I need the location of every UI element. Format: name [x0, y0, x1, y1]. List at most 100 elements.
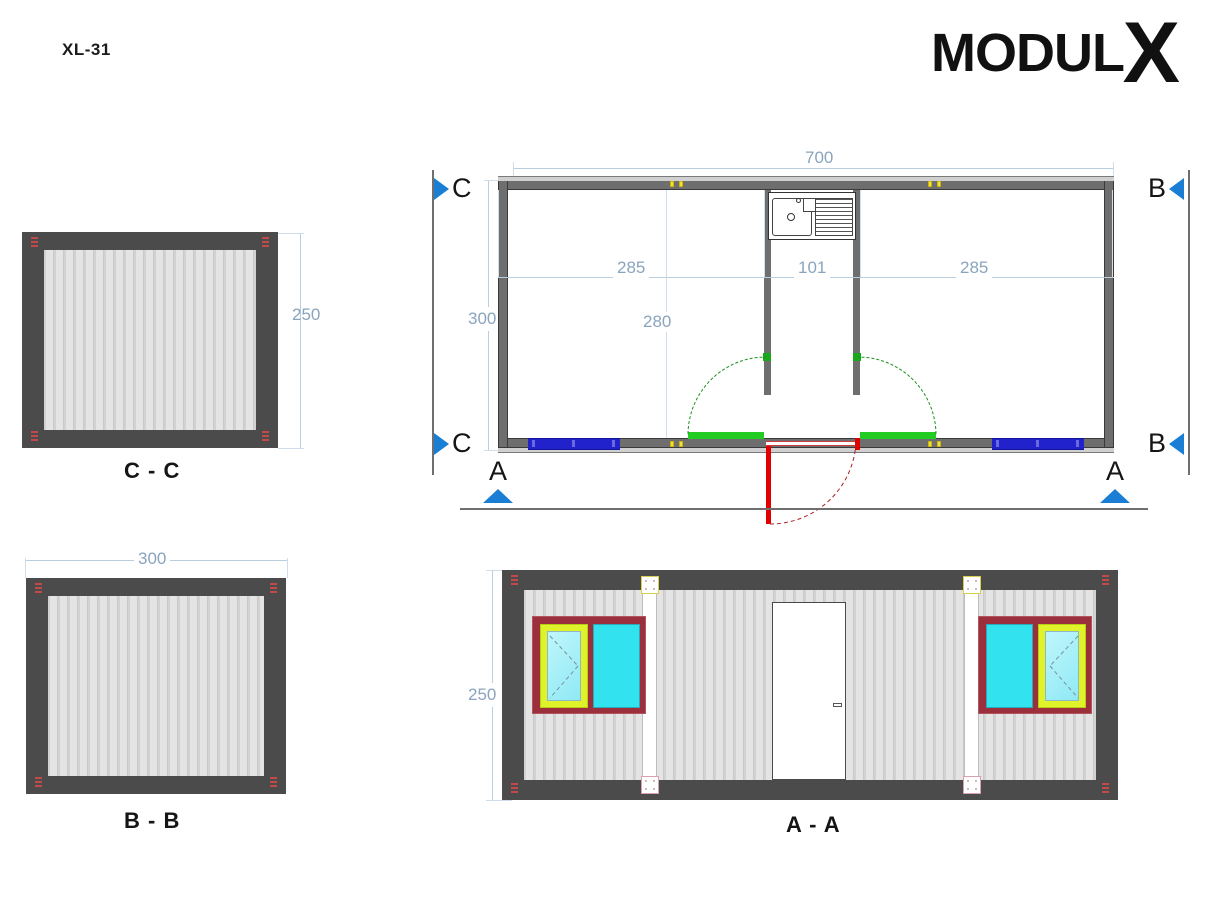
- section-arrow-icon: [434, 177, 449, 200]
- bb-corner-mark-tl: [35, 583, 42, 595]
- connector-mark-icon: [937, 441, 941, 447]
- plan-dim-inner-depth: 280: [638, 312, 677, 332]
- cc-panel: [44, 250, 256, 430]
- view-elevation-aa: [502, 570, 1118, 800]
- section-arrow-icon: [1169, 432, 1185, 455]
- aa-view-label: A - A: [786, 812, 841, 837]
- logo-wordmark: MODUL: [931, 23, 1125, 83]
- section-marker-b-top: B: [1148, 173, 1185, 203]
- bb-dim-width: 300: [134, 549, 171, 569]
- plan-dim-overall-width: 700: [800, 148, 839, 168]
- connector-mark-icon: [670, 441, 674, 447]
- plan-interior-door-right-hinge: [853, 353, 861, 361]
- bb-ext-left: [25, 558, 26, 578]
- section-marker-b-bottom: B: [1148, 428, 1185, 458]
- section-letter-b: B: [1148, 173, 1167, 203]
- plan-dim-kitchen: 101: [794, 258, 831, 278]
- section-marker-c-top: C: [434, 175, 472, 202]
- aa-corner-mark-tr: [1102, 575, 1109, 587]
- cc-ext-top: [278, 233, 304, 234]
- sink-faucet-icon: [796, 198, 801, 203]
- logo-x-icon: X: [1122, 5, 1180, 101]
- cc-dim-line: [300, 233, 301, 448]
- aa-window-left-sash-glass: [547, 631, 581, 701]
- sink-drain-icon: [787, 213, 795, 221]
- cc-ext-bottom: [278, 448, 304, 449]
- cc-corner-mark-tl: [31, 237, 38, 249]
- aa-connector-plate-bottom-left: [641, 776, 659, 794]
- plan-partition-right: [853, 190, 860, 395]
- section-marker-c-bottom: C: [434, 430, 472, 457]
- aa-corner-mark-br: [1102, 783, 1109, 795]
- section-arrow-icon: [483, 489, 513, 503]
- sink-tap-block: [803, 198, 816, 212]
- plan-window-left: [528, 438, 620, 450]
- plan-dim-right-room: 285: [956, 258, 993, 278]
- connector-mark-icon: [928, 441, 932, 447]
- bb-view-label: B - B: [124, 808, 181, 833]
- aa-connector-plate-bottom-right: [963, 776, 981, 794]
- plan-ext-285-right: [1112, 190, 1113, 278]
- connector-mark-icon: [928, 181, 932, 187]
- bb-ext-right: [287, 558, 288, 578]
- aa-module-joint-right: [964, 590, 979, 780]
- section-letter-c: C: [452, 428, 472, 458]
- aa-ext-bottom: [486, 800, 512, 801]
- aa-corner-mark-tl: [511, 575, 518, 587]
- plan-interior-door-left-leaf: [688, 432, 764, 439]
- plan-exterior-door-leaf: [766, 442, 771, 524]
- section-marker-a-right: A: [1100, 458, 1130, 503]
- section-letter-a: A: [488, 456, 507, 486]
- plan-ext-285-left: [498, 190, 499, 278]
- cc-view-label: C - C: [124, 458, 181, 483]
- section-cut-line-c: [432, 170, 434, 475]
- section-arrow-icon: [1169, 177, 1185, 200]
- section-cut-line-a: [460, 508, 1148, 510]
- connector-mark-icon: [679, 441, 683, 447]
- view-section-bb: [26, 578, 306, 794]
- aa-connector-plate-top-right: [963, 576, 981, 594]
- cc-corner-mark-br: [262, 431, 269, 443]
- section-marker-a-left: A: [483, 458, 513, 503]
- plan-interior-door-left-hinge: [763, 353, 771, 361]
- plan-ext-285-mid1: [764, 190, 765, 278]
- plan-ext-700-right: [1113, 162, 1114, 186]
- aa-window-right: [978, 616, 1092, 714]
- plan-exterior-door-opening: [766, 441, 860, 446]
- aa-connector-plate-top-left: [641, 576, 659, 594]
- bb-corner-mark-bl: [35, 777, 42, 789]
- bb-panel: [48, 596, 264, 776]
- plan-door-swing-arcs: [687, 356, 937, 435]
- aa-corner-mark-bl: [511, 783, 518, 795]
- plan-partition-left: [764, 190, 771, 395]
- aa-window-right-sash-glass: [1045, 631, 1079, 701]
- section-arrow-icon: [434, 432, 449, 455]
- aa-door-handle-icon: [833, 703, 842, 707]
- plan-skin-bottom: [498, 448, 1114, 453]
- aa-entrance-door: [772, 602, 846, 780]
- kitchen-sink-unit: [768, 192, 856, 240]
- plan-ext-700-left: [513, 162, 514, 186]
- bb-corner-mark-tr: [270, 583, 277, 595]
- connector-mark-icon: [937, 181, 941, 187]
- cc-corner-mark-bl: [31, 431, 38, 443]
- view-section-cc: [22, 232, 302, 448]
- connector-mark-icon: [679, 181, 683, 187]
- aa-window-left-fixed-glass: [593, 624, 640, 708]
- connector-mark-icon: [670, 181, 674, 187]
- view-floor-plan: 285 101 285 280: [498, 176, 1114, 525]
- plan-exterior-door-jamb: [855, 438, 860, 450]
- aa-ext-top: [486, 570, 512, 571]
- drawing-code-label: XL-31: [62, 40, 111, 59]
- aa-dim-height: 250: [468, 683, 497, 707]
- bb-corner-mark-br: [270, 777, 277, 789]
- sink-drainboard: [815, 198, 853, 236]
- aa-window-right-sash: [1038, 624, 1086, 708]
- plan-ext-285-mid2: [860, 190, 861, 278]
- section-letter-b: B: [1148, 428, 1167, 458]
- aa-window-right-fixed-glass: [986, 624, 1033, 708]
- modulx-logo: MODUL X: [900, 10, 1180, 96]
- plan-dim-left-room: 285: [613, 258, 650, 278]
- plan-dim-line-700: [513, 168, 1113, 169]
- plan-interior-door-right-leaf: [860, 432, 936, 439]
